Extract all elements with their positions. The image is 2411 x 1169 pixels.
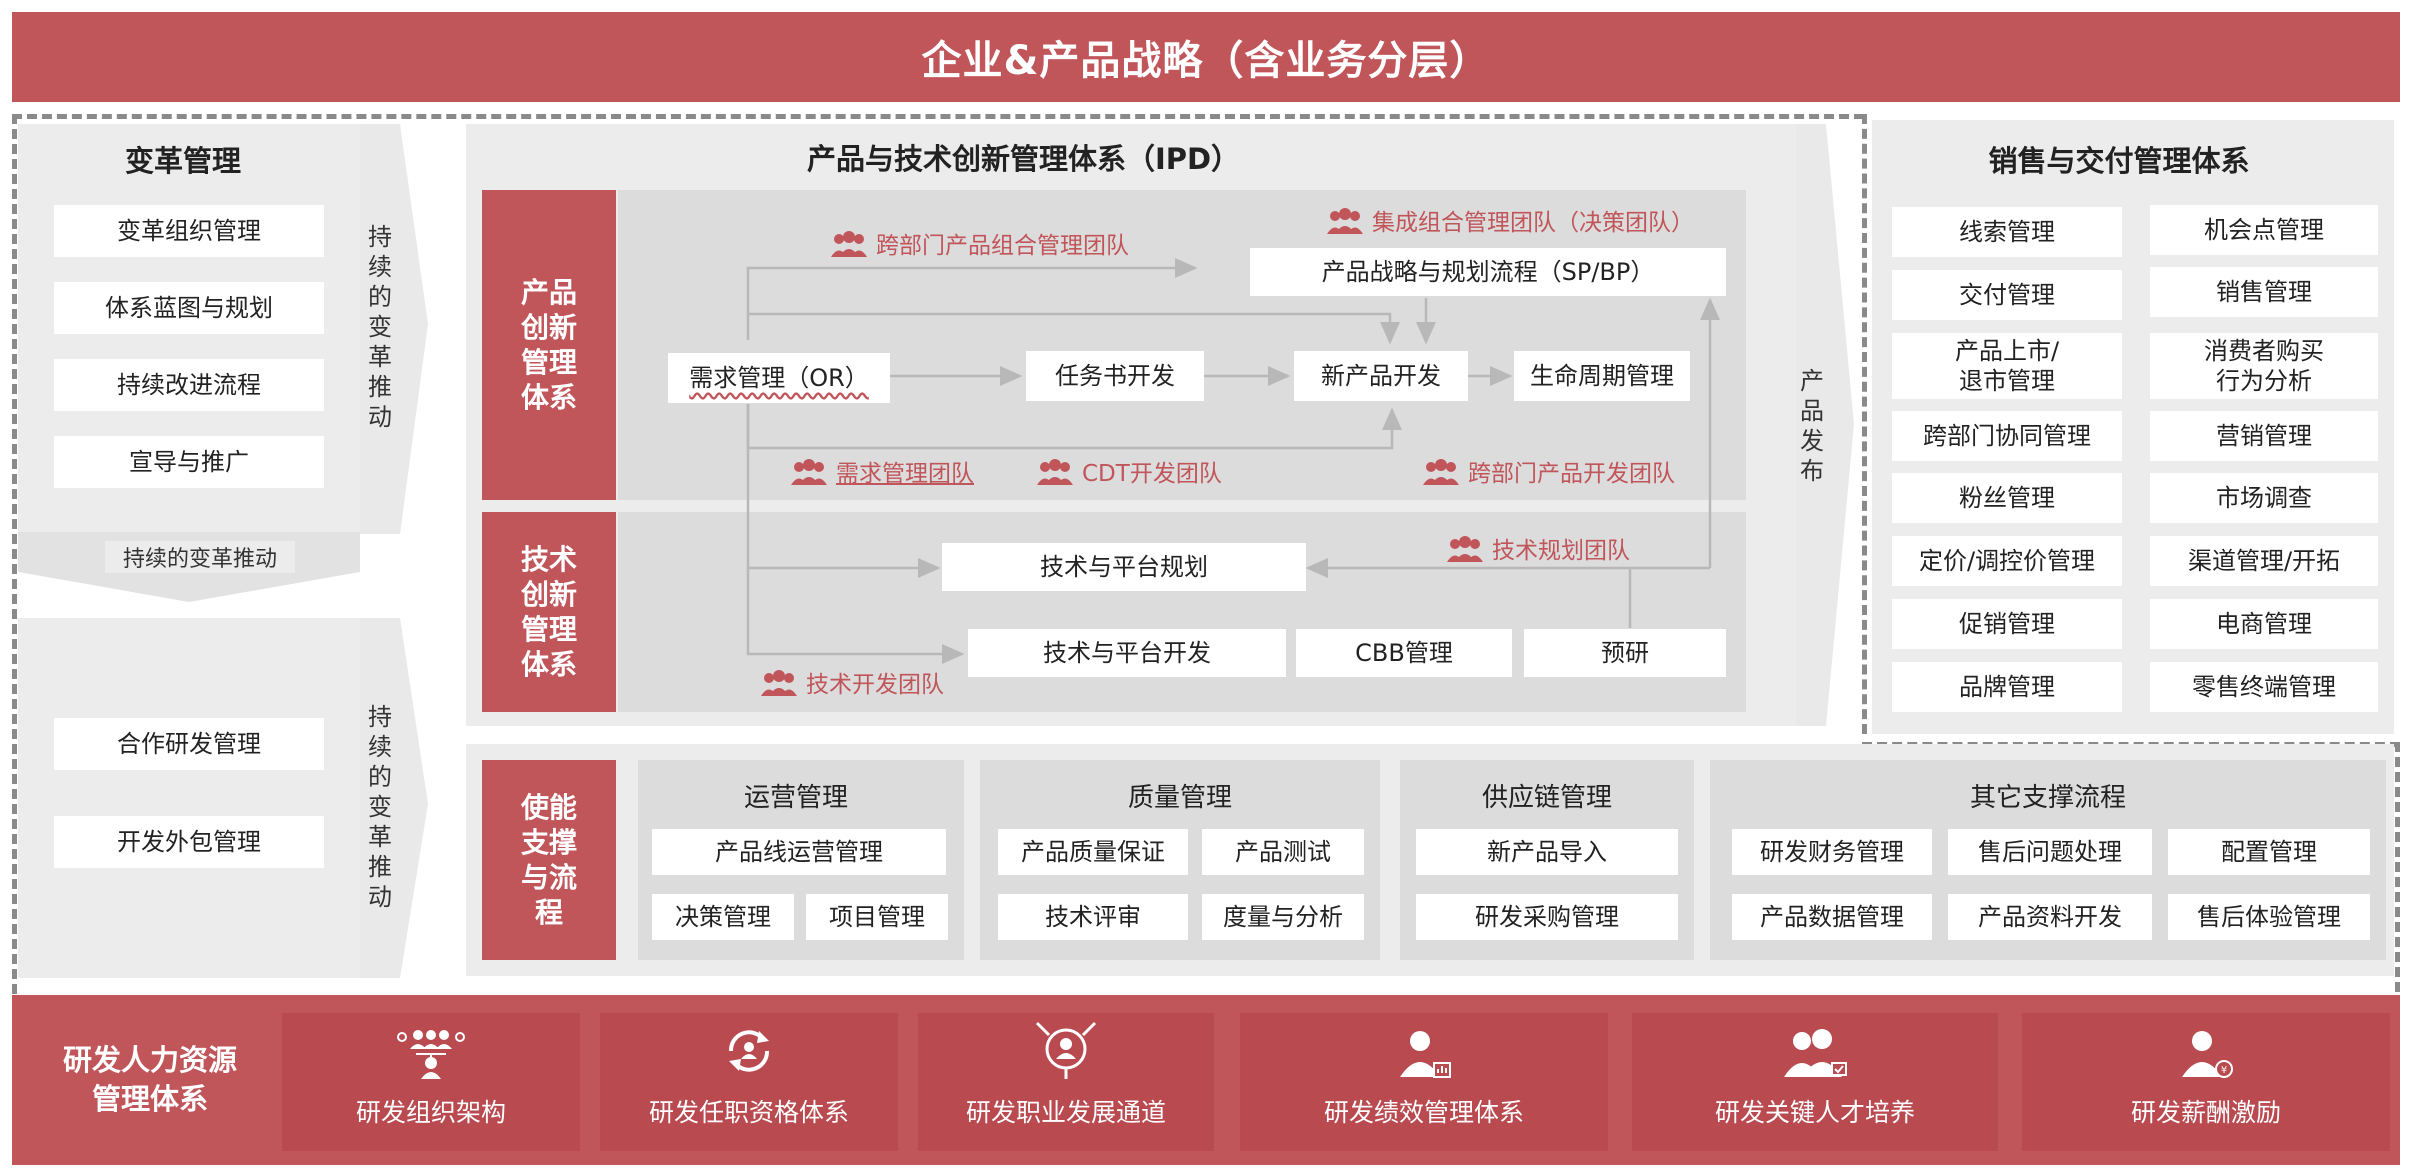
svg-text:¥: ¥ bbox=[2221, 1065, 2227, 1076]
quality-item: 产品测试 bbox=[1202, 829, 1364, 875]
team-ipmt: 集成组合管理团队（决策团队） bbox=[1326, 203, 1694, 237]
top-title: 企业&产品战略（含业务分层） bbox=[12, 12, 2400, 102]
sales-item: 营销管理 bbox=[2150, 411, 2378, 461]
other-support-item: 售后问题处理 bbox=[1948, 829, 2152, 875]
cbb-management-box: CBB管理 bbox=[1296, 629, 1512, 677]
product-release-label: 产品发布 bbox=[1800, 367, 1824, 485]
ops-item: 项目管理 bbox=[806, 894, 948, 940]
supply-chain-title: 供应链管理 bbox=[1481, 783, 1612, 813]
performance-person-icon bbox=[1400, 1031, 1451, 1078]
refresh-person-icon bbox=[728, 1030, 770, 1072]
ops-title: 运营管理 bbox=[743, 783, 848, 813]
team-cross-development: 跨部门产品开发团队 bbox=[1422, 454, 1675, 488]
requirement-management-box: 需求管理（OR） bbox=[668, 353, 890, 403]
tech-innovation-label: 技术创新管理体系 bbox=[482, 512, 616, 712]
sales-item: 促销管理 bbox=[1892, 599, 2122, 649]
ops-item: 决策管理 bbox=[652, 894, 794, 940]
lifecycle-management-box: 生命周期管理 bbox=[1514, 351, 1690, 401]
team-requirement: 需求管理团队 bbox=[790, 454, 974, 488]
dashed-border-top bbox=[12, 114, 1864, 119]
sales-item: 渠道管理/开拓 bbox=[2150, 536, 2378, 586]
strategy-planning-box: 产品战略与规划流程（SP/BP） bbox=[1250, 248, 1726, 296]
quality-item: 度量与分析 bbox=[1202, 894, 1364, 940]
change-item: 变革组织管理 bbox=[54, 205, 324, 257]
ops-item: 产品线运营管理 bbox=[652, 829, 946, 875]
team-icon bbox=[761, 670, 797, 696]
team-tech-development: 技术开发团队 bbox=[760, 665, 944, 699]
sales-item: 品牌管理 bbox=[1892, 662, 2122, 712]
other-support-item: 售后体验管理 bbox=[2168, 894, 2370, 940]
team-cdt: CDT开发团队 bbox=[1036, 454, 1222, 488]
sales-item: 销售管理 bbox=[2150, 267, 2378, 317]
change-management-panel-lower bbox=[18, 618, 360, 978]
support-label: 使能支撑与流程 bbox=[482, 760, 616, 960]
tech-platform-planning-box: 技术与平台规划 bbox=[942, 543, 1306, 591]
hr-item-qualification: 研发任职资格体系 bbox=[600, 1013, 898, 1151]
talent-development-icon bbox=[1784, 1029, 1847, 1077]
tech-platform-development-box: 技术与平台开发 bbox=[968, 629, 1286, 677]
other-support-item: 研发财务管理 bbox=[1732, 829, 1932, 875]
ipd-title: 产品与技术创新管理体系（IPD） bbox=[806, 142, 1241, 176]
new-product-development-box: 新产品开发 bbox=[1294, 351, 1468, 401]
team-tech-planning: 技术规划团队 bbox=[1446, 531, 1630, 565]
vertical-push-label-1: 持续的变革推动 bbox=[368, 223, 392, 431]
other-support-item: 产品数据管理 bbox=[1732, 894, 1932, 940]
change-item-lower: 开发外包管理 bbox=[54, 816, 324, 868]
hr-item-career: 研发职业发展通道 bbox=[918, 1013, 1214, 1151]
charter-development-box: 任务书开发 bbox=[1026, 351, 1204, 401]
dashed-border-sales-left bbox=[1862, 114, 1867, 734]
compensation-person-icon: ¥ bbox=[2182, 1031, 2233, 1078]
team-icon bbox=[1037, 459, 1073, 485]
team-icon bbox=[791, 459, 827, 485]
change-item: 宣导与推广 bbox=[54, 436, 324, 488]
other-support-item: 产品资料开发 bbox=[1948, 894, 2152, 940]
pre-research-box: 预研 bbox=[1524, 629, 1726, 677]
quality-item: 产品质量保证 bbox=[998, 829, 1188, 875]
supply-chain-item: 新产品导入 bbox=[1416, 829, 1678, 875]
sales-item: 消费者购买 行为分析 bbox=[2150, 333, 2378, 399]
change-item-lower: 合作研发管理 bbox=[54, 718, 324, 770]
hr-item-compensation: ¥ 研发薪酬激励 bbox=[2022, 1013, 2390, 1151]
sales-item: 零售终端管理 bbox=[2150, 662, 2378, 712]
team-icon bbox=[831, 231, 867, 257]
product-release-arrow bbox=[1796, 124, 1854, 726]
sales-delivery-title: 销售与交付管理体系 bbox=[1988, 144, 2250, 178]
change-push-label: 持续的变革推动 bbox=[105, 541, 295, 573]
sales-item: 线索管理 bbox=[1892, 207, 2122, 257]
org-structure-icon bbox=[397, 1030, 465, 1079]
team-cross-portfolio: 跨部门产品组合管理团队 bbox=[830, 226, 1129, 260]
change-item: 体系蓝图与规划 bbox=[54, 282, 324, 334]
sales-item: 跨部门协同管理 bbox=[1892, 411, 2122, 461]
vertical-push-label-2: 持续的变革推动 bbox=[368, 703, 392, 911]
dashed-border-left bbox=[12, 114, 17, 994]
other-support-title: 其它支撑流程 bbox=[1969, 783, 2126, 813]
hr-item-talent: 研发关键人才培养 bbox=[1632, 1013, 1998, 1151]
product-innovation-label: 产品创新管理体系 bbox=[482, 190, 616, 500]
career-path-icon bbox=[1035, 1021, 1097, 1079]
change-item: 持续改进流程 bbox=[54, 359, 324, 411]
vertical-push-arrows bbox=[360, 124, 428, 978]
sales-item: 机会点管理 bbox=[2150, 205, 2378, 255]
supply-chain-item: 研发采购管理 bbox=[1416, 894, 1678, 940]
sales-item: 市场调查 bbox=[2150, 473, 2378, 523]
team-icon bbox=[1423, 459, 1459, 485]
quality-title: 质量管理 bbox=[1127, 783, 1232, 813]
hr-title: 研发人力资源管理体系 bbox=[62, 1042, 237, 1116]
sales-item: 交付管理 bbox=[1892, 270, 2122, 320]
team-icon bbox=[1327, 208, 1363, 234]
sales-item: 电商管理 bbox=[2150, 599, 2378, 649]
team-icon bbox=[1447, 536, 1483, 562]
change-management-title: 变革管理 bbox=[124, 144, 241, 178]
other-support-item: 配置管理 bbox=[2168, 829, 2370, 875]
quality-item: 技术评审 bbox=[998, 894, 1188, 940]
hr-item-performance: 研发绩效管理体系 bbox=[1240, 1013, 1608, 1151]
sales-item: 粉丝管理 bbox=[1892, 473, 2122, 523]
sales-item: 定价/调控价管理 bbox=[1892, 536, 2122, 586]
sales-item: 产品上市/ 退市管理 bbox=[1892, 333, 2122, 399]
hr-item-org: 研发组织架构 bbox=[282, 1013, 580, 1151]
dashed-border-right bbox=[2395, 742, 2400, 992]
